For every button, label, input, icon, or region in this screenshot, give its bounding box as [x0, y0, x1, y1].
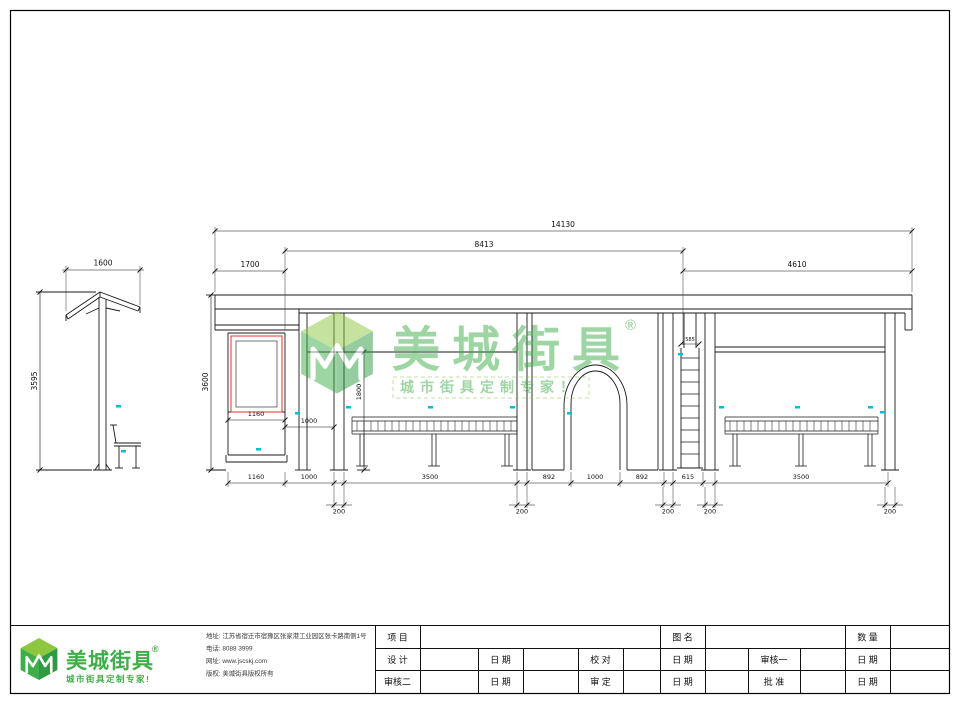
label-project: 项 目 — [387, 633, 408, 643]
dim-post-1: 200 — [516, 508, 528, 516]
dim-side-height: 3595 — [30, 371, 39, 390]
footer-copyright: 版权: 美城街具版权所有 — [206, 669, 273, 678]
label-ratify: 批 准 — [764, 676, 785, 687]
dim-elevation-height: 3600 — [201, 372, 210, 391]
dim-ladder-top: 585 — [685, 337, 695, 343]
dim-chain-0: 1160 — [248, 473, 265, 481]
dim-chain-2: 3500 — [422, 473, 439, 481]
label-date-6: 日 期 — [857, 677, 878, 687]
dim-post-2: 200 — [662, 508, 674, 516]
dim-total-width: 14130 — [551, 220, 575, 229]
sheet-border — [9, 9, 951, 695]
dimension-lines — [37, 227, 915, 508]
footer-brand-block: 美城街具 ® 城市街具定制专家! 地址: 江苏省宿迁市宿豫区张家港工业园区张卡路… — [19, 631, 366, 684]
watermark-registered-mark: ® — [625, 317, 636, 334]
dim-upper-width: 8413 — [474, 240, 493, 249]
footer-brand-text: 美城街具 — [66, 649, 154, 673]
label-design: 设 计 — [387, 654, 408, 665]
title-block-grid — [10, 625, 950, 693]
footer-registered-mark: ® — [152, 644, 159, 654]
watermark-tagline: 城市街具定制专家！ — [400, 379, 580, 395]
dim-chain-1: 1000 — [301, 473, 318, 481]
footer-address: 地址: 江苏省宿迁市宿豫区张家港工业园区张卡路南侧1号 — [206, 631, 366, 640]
dim-post-4: 200 — [884, 508, 896, 516]
dim-left-width: 1700 — [240, 260, 259, 269]
title-block: 项 目 图 名 数 量 设 计 日 期 校 对 日 期 审核一 日 期 审核二 … — [10, 625, 950, 693]
light-box — [230, 335, 283, 413]
dim-chain-4: 1000 — [587, 473, 604, 481]
footer-phone: 电话: 8088 3999 — [206, 644, 253, 653]
label-date-4: 日 期 — [490, 677, 511, 687]
label-review-2: 审核二 — [384, 676, 411, 687]
dim-chain-7: 3500 — [793, 473, 810, 481]
dim-right-width: 4610 — [787, 260, 806, 269]
dim-gap-width: 1000 — [301, 417, 318, 425]
arch-opening — [563, 364, 628, 407]
label-drawing-name: 图 名 — [672, 632, 693, 643]
arch-inner-curve — [570, 370, 621, 405]
label-quantity: 数 量 — [857, 632, 878, 643]
minor-dimension-marks — [116, 353, 885, 453]
footer-tagline: 城市街具定制专家! — [66, 674, 150, 684]
dim-chain-3: 892 — [543, 473, 555, 481]
watermark-cube-logo-icon — [301, 312, 373, 394]
light-box-red-frame — [230, 335, 283, 413]
label-review-1: 审核一 — [760, 654, 787, 665]
dim-side-width: 1600 — [93, 259, 112, 268]
watermark: 美城街具 ® 城市街具定制专家！ — [301, 312, 636, 399]
watermark-tagline-box — [392, 376, 590, 399]
light-box-poster-area — [235, 340, 278, 408]
label-date-2: 日 期 — [672, 655, 693, 665]
dim-post-3: 200 — [704, 508, 716, 516]
arch-outer-curve — [563, 364, 628, 407]
label-proofread: 校 对 — [590, 654, 611, 665]
label-date-3: 日 期 — [857, 655, 878, 665]
footer-website: 网址: www.jscskj.com — [206, 656, 267, 665]
dim-inner-height: 1800 — [355, 384, 363, 401]
dim-chain-5: 892 — [636, 473, 648, 481]
label-approve: 审 定 — [590, 676, 611, 687]
dim-post-0: 200 — [333, 508, 345, 516]
watermark-brand-text: 美城街具 — [392, 324, 632, 377]
dimension-labels: 1600 3595 14130 8413 1700 4610 3600 1800… — [30, 220, 896, 516]
side-view — [36, 291, 141, 471]
dim-chain-6: 615 — [682, 473, 694, 481]
label-date-5: 日 期 — [672, 677, 693, 687]
label-date-1: 日 期 — [490, 655, 511, 665]
dim-box-width: 1160 — [248, 410, 265, 418]
footer-cube-logo-icon — [19, 636, 59, 682]
front-elevation — [206, 294, 913, 471]
